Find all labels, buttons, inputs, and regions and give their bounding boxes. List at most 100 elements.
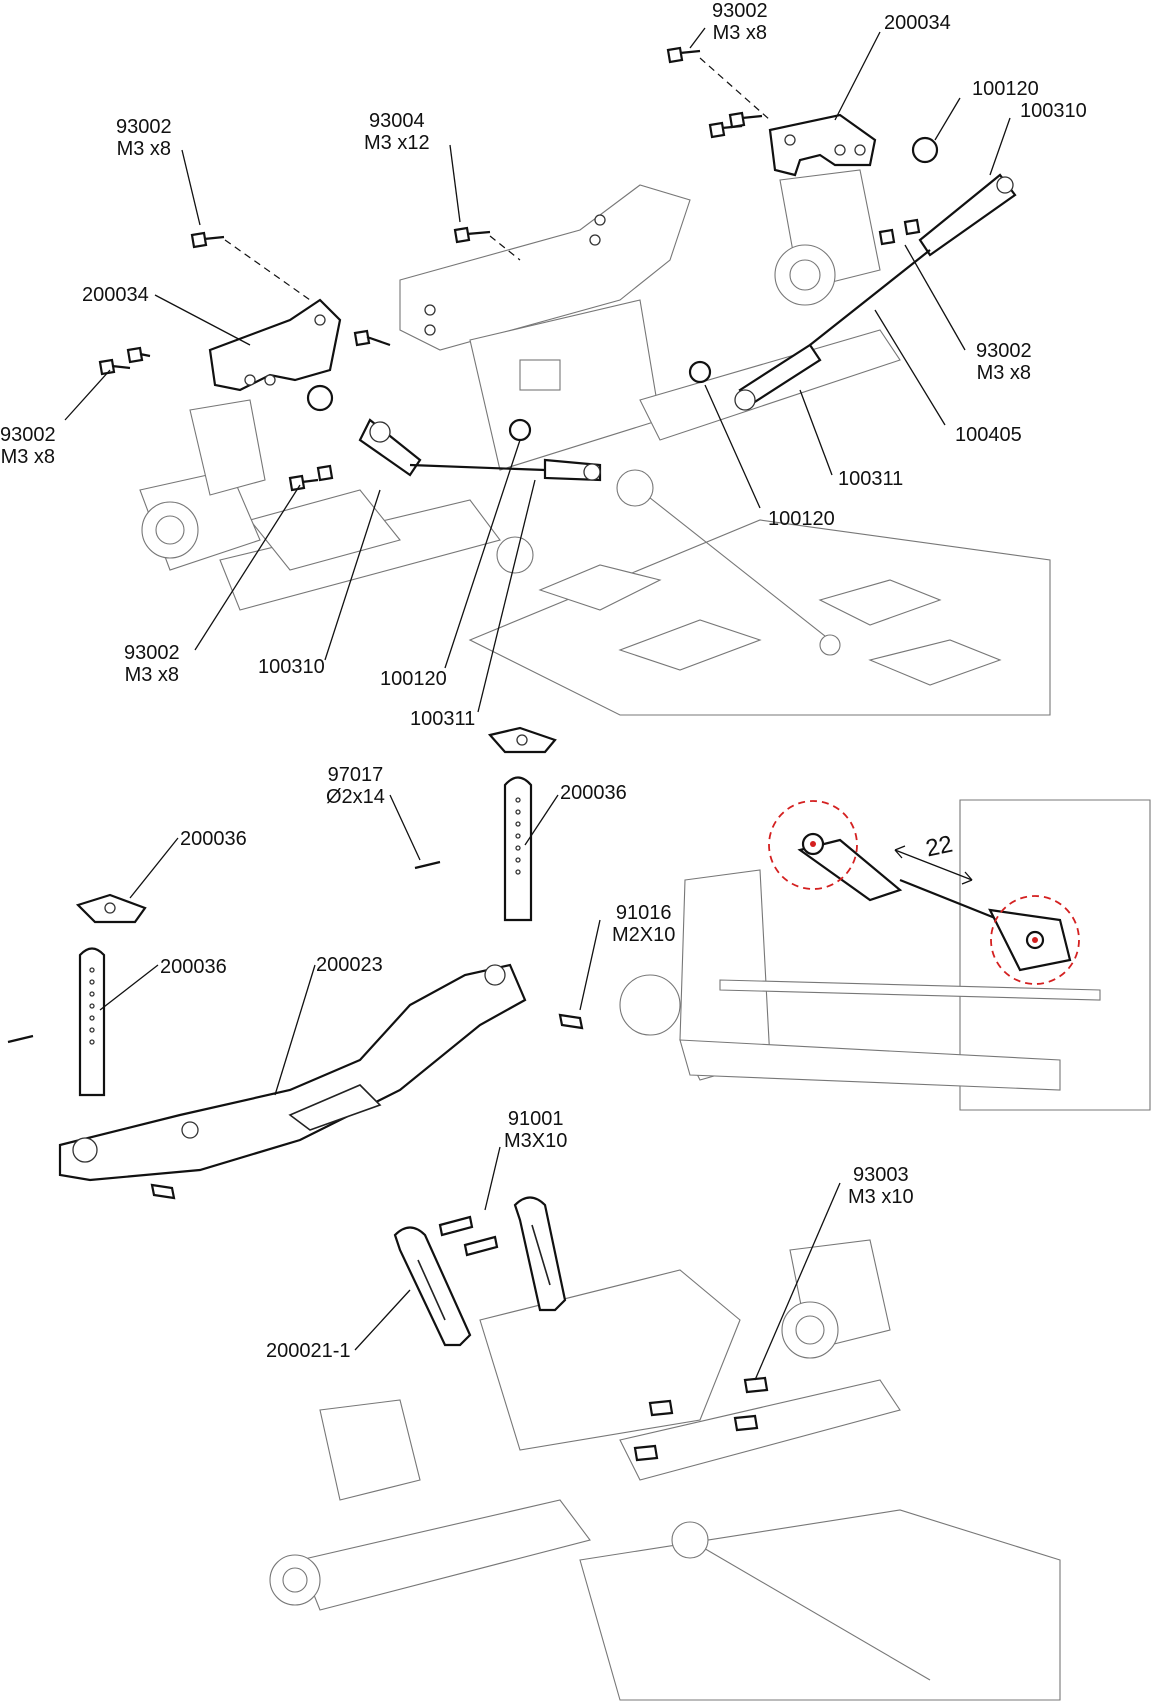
camber-mount-hole bbox=[784, 134, 796, 146]
leader-line bbox=[354, 1289, 411, 1351]
dimension-line bbox=[894, 849, 973, 881]
part-size: M3 x12 bbox=[364, 132, 430, 154]
part-code: 93002 bbox=[124, 642, 180, 664]
leader-line bbox=[754, 1182, 841, 1381]
rod-end-hole bbox=[583, 463, 601, 481]
leader-line bbox=[484, 1146, 501, 1211]
part-code: 200034 bbox=[82, 284, 149, 306]
pin-left bbox=[7, 1034, 34, 1044]
part-label: 100120 bbox=[768, 508, 835, 530]
part-label: 91016 M2X10 bbox=[612, 902, 675, 946]
chassis-plate bbox=[468, 519, 1051, 716]
bottom-left-arm bbox=[299, 1499, 591, 1611]
part-label: 200036 bbox=[160, 956, 227, 978]
assembly-line bbox=[224, 239, 311, 301]
part-size: M3 x8 bbox=[976, 362, 1032, 384]
wing-mount-slot bbox=[417, 1259, 446, 1321]
leader-line bbox=[524, 794, 559, 846]
dimension-arrow bbox=[894, 845, 906, 859]
bottom-chassis-plate bbox=[579, 1509, 1061, 1701]
rod-end-left bbox=[358, 418, 422, 477]
post-hole bbox=[89, 991, 95, 997]
screw bbox=[126, 346, 151, 364]
post-hole bbox=[515, 869, 521, 875]
part-code: 200023 bbox=[316, 954, 383, 976]
turnbuckle-rod-left bbox=[409, 463, 546, 472]
leader-line bbox=[99, 964, 159, 1011]
screw bbox=[98, 358, 131, 376]
leader-line bbox=[579, 919, 601, 1011]
part-code: 200036 bbox=[560, 782, 627, 804]
post-hole bbox=[515, 809, 521, 815]
camber-mount-hole bbox=[834, 144, 846, 156]
post-hole bbox=[89, 1027, 95, 1033]
part-code: 93004 bbox=[368, 110, 425, 132]
ball-stud bbox=[688, 360, 712, 384]
bottom-left-upright bbox=[319, 1399, 421, 1501]
part-label: 100405 bbox=[955, 424, 1022, 446]
part-code: 100311 bbox=[838, 468, 904, 490]
bottom-shock-tower bbox=[479, 1269, 741, 1451]
tower-hole bbox=[424, 324, 436, 336]
plate-slot bbox=[818, 579, 942, 626]
part-size: M3 x8 bbox=[712, 22, 768, 44]
dimension-value: 22 bbox=[923, 830, 956, 863]
plate-hole bbox=[181, 1121, 199, 1139]
diff-cup bbox=[616, 469, 654, 507]
camber-mount-hole bbox=[854, 144, 866, 156]
inset-driveshaft bbox=[719, 979, 1101, 1001]
part-code: 200021-1 bbox=[266, 1340, 351, 1362]
part-label: 93003 M3 x10 bbox=[848, 1164, 914, 1208]
post-hole bbox=[515, 797, 521, 803]
arm-pivot bbox=[496, 536, 534, 574]
part-code: 93002 bbox=[976, 340, 1032, 362]
driveshaft-end bbox=[819, 634, 841, 656]
inset-link-rod bbox=[899, 878, 1001, 922]
leader-line bbox=[799, 389, 833, 476]
part-size: M3 x10 bbox=[848, 1186, 914, 1208]
tower-hole bbox=[424, 304, 436, 316]
screw bbox=[316, 464, 334, 482]
screw bbox=[558, 1013, 584, 1030]
part-label: 97017 Ø2x14 bbox=[326, 764, 385, 808]
left-arm-slot bbox=[249, 489, 401, 571]
part-label: 100310 bbox=[1020, 100, 1087, 122]
part-size: M3 x8 bbox=[116, 138, 172, 160]
leader-line bbox=[129, 837, 179, 899]
leader-line bbox=[989, 117, 1011, 176]
part-label: 100310 bbox=[258, 656, 325, 678]
screw bbox=[438, 1215, 474, 1237]
turnbuckle-rod-right bbox=[809, 249, 931, 346]
screw bbox=[288, 474, 319, 492]
wing-mount-slot bbox=[531, 1224, 551, 1286]
screw-set bbox=[98, 46, 921, 492]
part-label: 200036 bbox=[560, 782, 627, 804]
ball-stud bbox=[306, 384, 334, 412]
part-label: 100120 bbox=[380, 668, 447, 690]
leader-line bbox=[834, 31, 881, 121]
part-code: 200036 bbox=[180, 828, 247, 850]
part-size: M3X10 bbox=[504, 1130, 568, 1152]
part-label: 200021-1 bbox=[266, 1340, 351, 1362]
part-code: 100120 bbox=[972, 78, 1039, 100]
part-label: 100120 bbox=[972, 78, 1039, 100]
post-hole bbox=[515, 833, 521, 839]
screw bbox=[353, 329, 391, 347]
bottom-assembly bbox=[269, 1146, 1061, 1701]
body-mount-plate bbox=[58, 963, 527, 1182]
camber-mount-hole bbox=[264, 374, 276, 386]
part-label: 100311 bbox=[838, 468, 903, 490]
inset-highlight-dot-left bbox=[810, 841, 816, 847]
part-label: 200034 bbox=[82, 284, 149, 306]
part-code: 100311 bbox=[410, 708, 476, 730]
part-code: 200036 bbox=[160, 956, 227, 978]
leader-line bbox=[934, 97, 961, 141]
part-label: 200036 bbox=[180, 828, 247, 850]
screw bbox=[733, 1414, 759, 1432]
leader-line bbox=[704, 384, 761, 509]
inset-wheel-hub bbox=[619, 974, 681, 1036]
bottom-left-hub-inner bbox=[282, 1567, 308, 1593]
tower-hole bbox=[589, 234, 601, 246]
part-label: 93002 M3 x8 bbox=[0, 424, 56, 468]
wing-mount-left bbox=[393, 1226, 472, 1347]
